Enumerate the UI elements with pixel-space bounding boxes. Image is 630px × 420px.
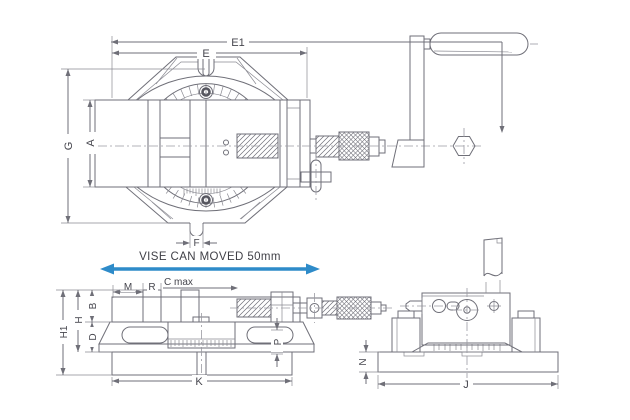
dim-label-e1: E1 bbox=[231, 37, 244, 49]
clamp-slot-left bbox=[121, 326, 169, 344]
dim-k: K bbox=[111, 375, 293, 388]
dim-label-h1: H1 bbox=[59, 325, 70, 338]
crank-hub bbox=[391, 139, 425, 168]
degree-scale-front bbox=[170, 340, 232, 347]
crank-handle bbox=[391, 32, 538, 168]
swivel-bolt-top bbox=[199, 85, 213, 99]
dim-n: N bbox=[356, 340, 380, 384]
swivel-bolt-bottom bbox=[199, 193, 213, 207]
screw-end-front bbox=[230, 293, 392, 323]
dim-label-k: K bbox=[195, 376, 203, 388]
screw-tip-side bbox=[405, 300, 422, 312]
body-side bbox=[400, 288, 511, 381]
dim-c-max: C max bbox=[162, 276, 238, 291]
dim-e: E bbox=[111, 36, 308, 98]
movement-note: VISE CAN MOVED 50mm bbox=[100, 251, 320, 275]
dim-label-a: A bbox=[85, 139, 97, 147]
dim-label-b: B bbox=[88, 302, 99, 309]
dim-d: D bbox=[85, 321, 112, 353]
dim-m: M bbox=[112, 282, 143, 298]
dim-label-g: G bbox=[63, 142, 75, 151]
dim-f: F bbox=[176, 224, 217, 249]
top-view: E1 E G bbox=[61, 32, 538, 249]
crank-grip bbox=[429, 32, 529, 56]
vise-bed bbox=[111, 296, 301, 323]
dim-label-h: H bbox=[74, 316, 85, 323]
base-side bbox=[377, 351, 559, 373]
dim-label-e: E bbox=[202, 48, 209, 60]
crank-arm-section bbox=[483, 237, 503, 293]
degree-scale-side bbox=[433, 344, 501, 351]
dim-r: R bbox=[142, 281, 162, 293]
front-view: M R C max B bbox=[56, 276, 392, 388]
dim-j: J bbox=[377, 375, 559, 391]
dim-label-m: M bbox=[124, 282, 132, 293]
clamp-slot-right bbox=[246, 326, 294, 344]
dim-p: P bbox=[271, 318, 284, 367]
swivel-base-top bbox=[127, 56, 289, 100]
dim-label-j: J bbox=[463, 379, 469, 391]
dim-g: G bbox=[61, 68, 205, 224]
movement-arrow-left-icon bbox=[100, 263, 114, 275]
dim-label-r: R bbox=[148, 282, 155, 293]
dim-h1: H1 bbox=[56, 290, 112, 376]
dim-e1: E1 bbox=[111, 36, 505, 133]
hex-nut-symbol bbox=[452, 128, 476, 164]
thread-section bbox=[315, 135, 340, 158]
vernier-scale bbox=[183, 188, 221, 196]
clamp-lug-left bbox=[391, 310, 421, 353]
jaw-plate-left bbox=[142, 289, 162, 323]
swivel-base-bottom bbox=[125, 187, 288, 237]
clamp-lug-right bbox=[511, 310, 541, 353]
dim-a: A bbox=[83, 99, 97, 188]
movement-arrow-right-icon bbox=[306, 263, 320, 275]
dim-b: B bbox=[56, 289, 143, 322]
dim-h: H bbox=[72, 290, 85, 352]
dim-label-c-max: C max bbox=[164, 277, 193, 288]
movement-note-text: VISE CAN MOVED 50mm bbox=[139, 251, 281, 263]
side-view: N J bbox=[356, 237, 559, 391]
dim-label-p: P bbox=[273, 338, 284, 345]
dim-label-f: F bbox=[193, 238, 199, 249]
dim-label-d: D bbox=[88, 333, 99, 340]
vise-body-plan bbox=[94, 99, 311, 188]
dim-label-n: N bbox=[358, 358, 369, 365]
screw-assembly-plan bbox=[300, 131, 386, 200]
